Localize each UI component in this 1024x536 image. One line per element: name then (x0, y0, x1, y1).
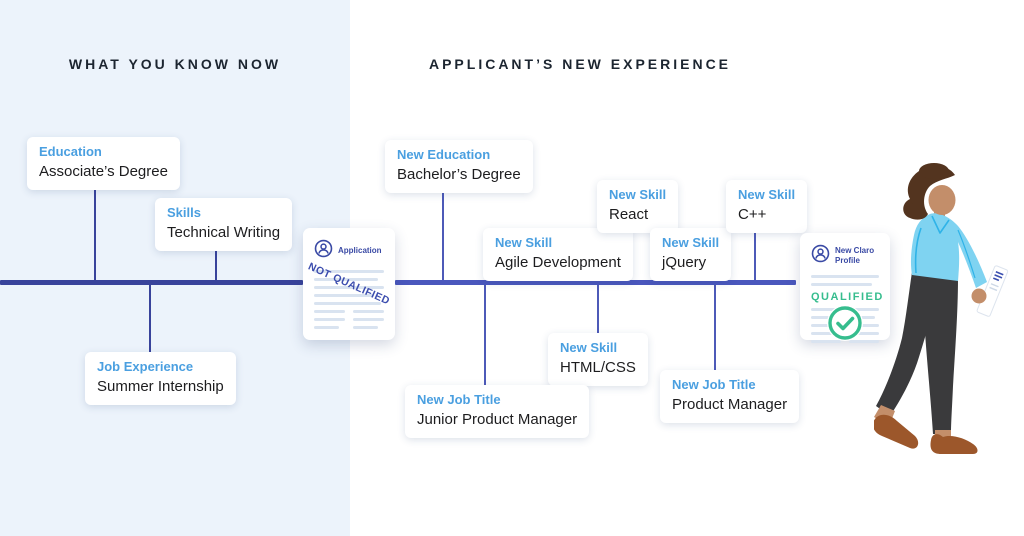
card-skills: Skills Technical Writing (155, 198, 293, 252)
card-html-css: New Skill HTML/CSS (548, 333, 648, 387)
card-label: New Skill (495, 235, 553, 250)
timeline-line-right (395, 280, 796, 285)
doc-text-line (353, 326, 378, 329)
card-label: Skills (167, 205, 201, 220)
doc-text-line (353, 318, 384, 321)
doc-text-line (849, 332, 879, 335)
doc-text-line (314, 294, 375, 297)
doc-text-line (314, 302, 382, 305)
card-job-experience: Job Experience Summer Internship (85, 352, 236, 406)
card-label: New Skill (560, 340, 618, 355)
doc-text-line (811, 332, 841, 335)
connector-html-css (597, 285, 599, 333)
doc-text-line (849, 340, 879, 343)
connector-junior-pm (484, 285, 486, 385)
card-label: New Job Title (417, 392, 501, 407)
doc-text-line (314, 326, 339, 329)
doc-text-line (353, 310, 384, 313)
doc-title: Application (338, 246, 382, 256)
qualified-stamp: QUALIFIED (811, 291, 884, 303)
card-product-manager: New Job Title Product Manager (660, 370, 800, 424)
card-value: jQuery (662, 253, 707, 271)
card-value: Technical Writing (167, 223, 281, 241)
doc-text-line (811, 340, 841, 343)
doc-text-line (314, 310, 345, 313)
doc-text-line (314, 318, 345, 321)
card-value: Summer Internship (97, 377, 224, 395)
card-label: Job Experience (97, 359, 194, 374)
card-value: React (609, 205, 649, 223)
claro-profile-card: New Claro Profile QUALIFIED (800, 233, 890, 343)
card-value: Agile Development (495, 253, 621, 271)
card-label: Education (39, 144, 102, 159)
card-jquery: New Skill jQuery (650, 228, 732, 282)
doc-title: New Claro Profile (835, 246, 875, 265)
connector-job-experience (149, 285, 151, 352)
check-circle-icon (827, 305, 863, 341)
card-new-education: New Education Bachelor’s Degree (385, 140, 533, 194)
card-value: HTML/CSS (560, 358, 636, 376)
walking-woman-illustration (874, 163, 1009, 454)
person-circle-icon (811, 244, 830, 268)
card-education: Education Associate’s Degree (27, 137, 180, 191)
connector-new-education (442, 179, 444, 280)
timeline-line-left (0, 280, 303, 285)
connector-cpp (754, 214, 756, 280)
card-react: New Skill React (597, 180, 679, 234)
known-now-panel (0, 0, 350, 536)
card-label: New Skill (738, 187, 796, 202)
card-cpp: New Skill C++ (726, 180, 808, 234)
doc-text-line (314, 286, 384, 289)
card-junior-product-manager: New Job Title Junior Product Manager (405, 385, 590, 439)
card-agile-development: New Skill Agile Development (483, 228, 633, 282)
doc-text-line (811, 275, 879, 278)
card-value: Bachelor’s Degree (397, 165, 521, 183)
card-value: Product Manager (672, 395, 788, 413)
connector-skills (215, 237, 217, 280)
application-document-card: Application NOT QUALIFIED (303, 228, 395, 340)
heading-applicants-new-experience: APPLICANT’S NEW EXPERIENCE (428, 56, 732, 72)
card-value: C++ (738, 205, 767, 223)
card-label: New Education (397, 147, 491, 162)
doc-text-line (811, 283, 873, 286)
doc-text-line (314, 270, 384, 273)
heading-what-you-know-now: WHAT YOU KNOW NOW (68, 56, 282, 72)
card-label: New Skill (609, 187, 667, 202)
connector-pm (714, 285, 716, 370)
person-circle-icon (314, 239, 333, 263)
card-value: Junior Product Manager (417, 410, 578, 428)
card-label: New Job Title (672, 377, 756, 392)
card-label: New Skill (662, 235, 720, 250)
connector-education (94, 176, 96, 280)
card-value: Associate’s Degree (39, 162, 168, 180)
doc-text-line (314, 278, 379, 281)
